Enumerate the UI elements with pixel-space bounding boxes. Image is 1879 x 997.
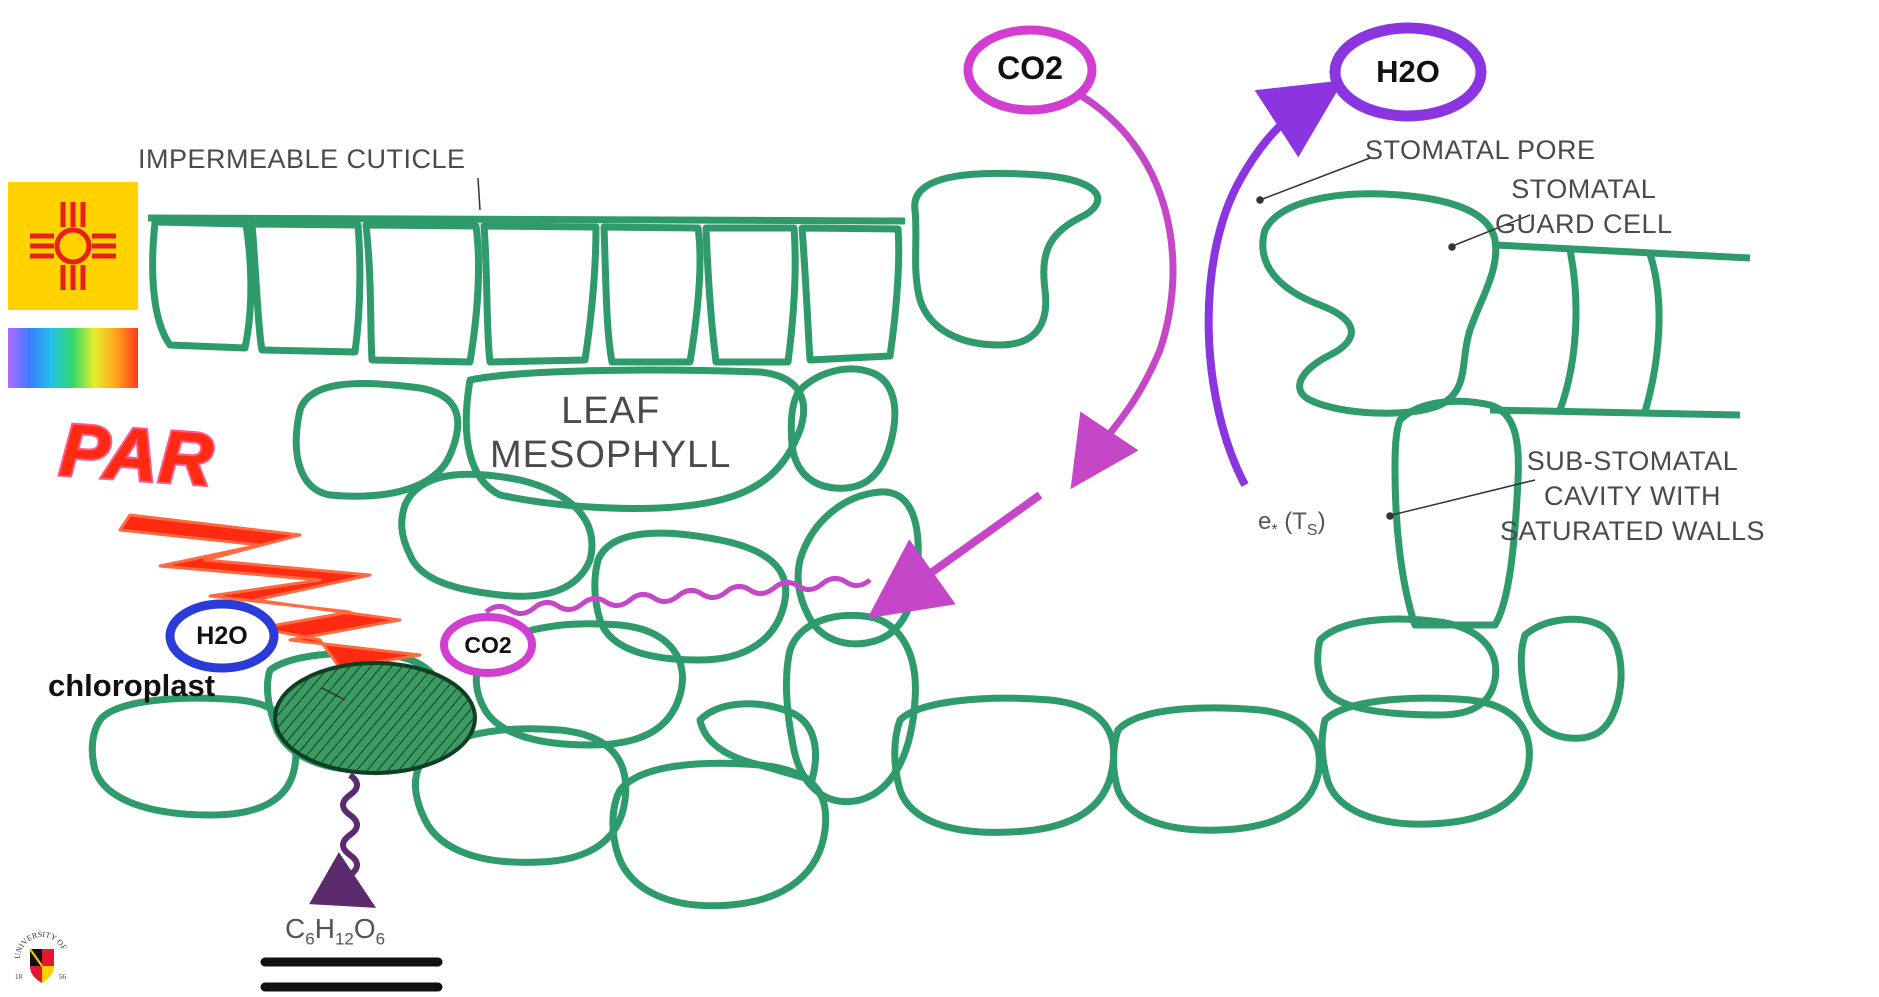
epidermal-cell — [706, 228, 795, 362]
leaf-mesophyll-label: LEAF MESOPHYLL — [490, 390, 731, 477]
mesophyll-cell — [613, 763, 826, 906]
stomatal-guard-cell-label: STOMATAL GUARD CELL — [1495, 172, 1673, 242]
co2-inflow-arrow — [1080, 95, 1173, 460]
glucose-c: C — [285, 913, 305, 944]
co2-top-label: CO2 — [986, 50, 1074, 87]
cuticle-line — [148, 218, 905, 221]
epidermal-cell — [604, 227, 700, 362]
es-open: (T — [1284, 508, 1307, 535]
mesophyll-cell — [895, 698, 1114, 832]
seal-right-number: 56 — [59, 973, 67, 981]
es-sub: S — [1307, 522, 1318, 539]
stomatal-pore-label: STOMATAL PORE — [1365, 133, 1596, 168]
mesophyll-cell — [92, 698, 296, 815]
sub-stomatal-cavity-label: SUB-STOMATAL CAVITY WITH SATURATED WALLS — [1500, 444, 1765, 549]
mesophyll-cell — [791, 369, 895, 488]
glucose-wavy-arrow — [343, 775, 357, 893]
impermeable-cuticle-label: IMPERMEABLE CUTICLE — [138, 142, 466, 177]
chloroplast-label: chloroplast — [48, 668, 215, 704]
guard-cell-right — [1263, 194, 1496, 413]
glucose-c-count: 6 — [305, 930, 314, 949]
seal-left-number: 18 — [15, 973, 23, 981]
es-close: ) — [1318, 508, 1326, 535]
mesophyll-cell — [1114, 708, 1320, 830]
chloroplast-body — [275, 663, 475, 773]
glucose-o: O — [354, 913, 376, 944]
co2-leaf-label: CO2 — [450, 632, 526, 659]
glucose-formula: C6H12O6 — [285, 913, 385, 950]
epidermal-cell — [366, 225, 478, 362]
mesophyll-cell — [1521, 619, 1621, 738]
epidermal-cell — [484, 226, 596, 362]
glucose-h: H — [315, 913, 335, 944]
h2o-leaf-label: H2O — [180, 622, 264, 651]
epidermal-cell — [153, 222, 251, 348]
es-star: * — [1271, 522, 1277, 539]
visible-spectrum-icon — [8, 328, 138, 388]
upper-epidermis — [148, 173, 1098, 362]
epidermal-cell — [802, 228, 899, 360]
glucose-bars — [265, 962, 438, 987]
zia-symbol — [30, 202, 116, 290]
glucose-o-count: 6 — [376, 930, 385, 949]
saturation-vapor-pressure-label: e* (TS) — [1258, 508, 1326, 540]
h2o-top-label: H2O — [1358, 54, 1458, 90]
es-prefix: e — [1258, 508, 1271, 535]
par-label: PAR — [57, 407, 216, 503]
mesophyll-cell — [595, 533, 786, 660]
university-seal-icon: UNIVERSITY OF 18 56 — [10, 925, 74, 989]
glucose-h-count: 12 — [335, 930, 354, 949]
lower-right-epidermis — [1490, 245, 1750, 415]
epidermal-cell — [252, 224, 360, 352]
guard-cell-left — [915, 173, 1098, 345]
